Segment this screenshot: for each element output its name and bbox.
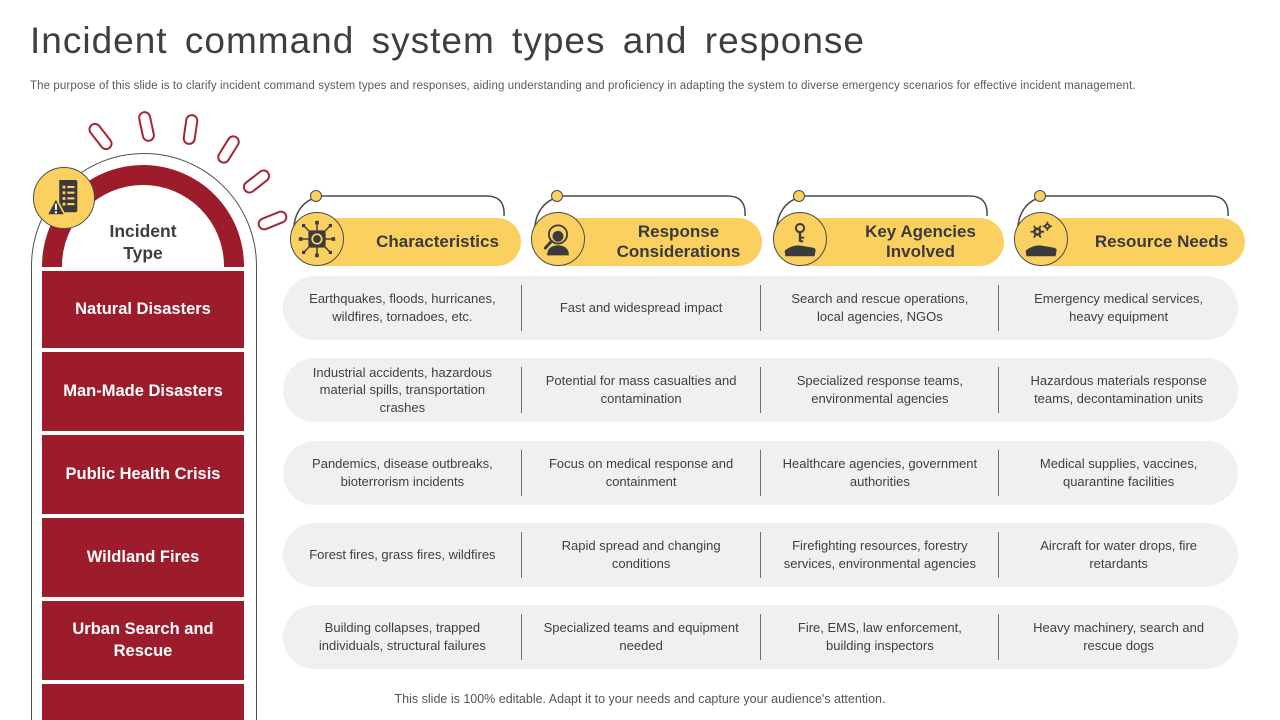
column-header-resource-needs: Resource Needs	[1014, 186, 1245, 270]
page-subtitle: The purpose of this slide is to clarify …	[30, 80, 1136, 92]
incident-row-public-health-crisis: Public Health Crisis	[42, 435, 244, 514]
incident-type-panel: Incident Type Natural Disasters Man-Made…	[31, 153, 257, 720]
editable-note: This slide is 100% editable. Adapt it to…	[394, 692, 886, 706]
cell-agencies: Healthcare agencies, government authorit…	[761, 441, 1000, 505]
accent-dot	[793, 190, 805, 202]
cell-resources: Emergency medical services, heavy equipm…	[1034, 291, 1204, 324]
cell-resources: Aircraft for water drops, fire retardant…	[1040, 538, 1198, 571]
sun-ray	[214, 132, 243, 167]
header-label: Response Considerations	[616, 221, 741, 261]
column-header-characteristics: Characteristics	[290, 186, 521, 270]
circuit-chip-glyph	[298, 220, 336, 258]
sun-ray	[181, 113, 200, 146]
accent-dot	[310, 190, 322, 202]
table-row-public-health-crisis: Pandemics, disease outbreaks, bioterrori…	[283, 441, 1238, 505]
incident-type-list: Natural Disasters Man-Made Disasters Pub…	[42, 271, 244, 720]
cell-characteristics: Building collapses, trapped individuals,…	[283, 605, 522, 669]
cell-resources: Heavy machinery, search and rescue dogs	[1033, 620, 1205, 653]
table-row-man-made-disasters: Industrial accidents, hazardous material…	[283, 358, 1238, 422]
hand-key-icon	[773, 212, 827, 266]
cell-agencies: Firefighting resources, forestry service…	[761, 523, 1000, 587]
cell-characteristics: Earthquakes, floods, hurricanes, wildfir…	[283, 276, 522, 340]
circuit-chip-icon	[290, 212, 344, 266]
cell-response: Potential for mass casualties and contam…	[522, 358, 761, 422]
column-header-key-agencies-involved: Key Agencies Involved	[773, 186, 1004, 270]
incident-row-urban-search-rescue: Urban Search and Rescue	[42, 601, 244, 680]
sun-ray	[255, 208, 290, 233]
cell-agencies: Search and rescue operations, local agen…	[761, 276, 1000, 340]
sun-ray	[85, 120, 116, 153]
cell-response: Focus on medical response and containmen…	[522, 441, 761, 505]
document-alert-glyph	[45, 179, 78, 216]
incident-row-empty	[42, 684, 244, 720]
hand-gears-icon	[1014, 212, 1068, 266]
incident-row-wildland-fires: Wildland Fires	[42, 518, 244, 597]
cell-response: Specialized teams and equipment needed	[522, 605, 761, 669]
cell-resources: Medical supplies, vaccines, quarantine f…	[1039, 456, 1198, 489]
column-header-response-considerations: Response Considerations	[531, 186, 762, 270]
cell-response: Fast and widespread impact	[522, 276, 761, 340]
cell-characteristics: Forest fires, grass fires, wildfires	[283, 523, 522, 587]
hand-gears-glyph	[1025, 221, 1057, 257]
incident-row-natural-disasters: Natural Disasters	[42, 271, 244, 348]
cell-characteristics: Industrial accidents, hazardous material…	[283, 358, 522, 422]
accent-dot	[551, 190, 563, 202]
header-label: Characteristics	[376, 231, 499, 251]
table-row-urban-search-rescue: Building collapses, trapped individuals,…	[283, 605, 1238, 669]
incident-row-man-made-disasters: Man-Made Disasters	[42, 352, 244, 431]
person-magnifier-glyph	[543, 224, 569, 256]
header-label: Resource Needs	[1094, 231, 1229, 251]
cell-resources: Hazardous materials response teams, deco…	[1030, 373, 1207, 406]
person-magnifier-icon	[531, 212, 585, 266]
sun-ray	[240, 166, 273, 197]
hand-key-glyph	[784, 223, 816, 257]
cell-agencies: Fire, EMS, law enforcement, building ins…	[761, 605, 1000, 669]
table-row-wildland-fires: Forest fires, grass fires, wildfires Rap…	[283, 523, 1238, 587]
cell-response: Rapid spread and changing conditions	[522, 523, 761, 587]
cell-characteristics: Pandemics, disease outbreaks, bioterrori…	[283, 441, 522, 505]
accent-dot	[1034, 190, 1046, 202]
sun-ray	[136, 109, 157, 144]
document-alert-icon	[33, 167, 95, 229]
incident-type-header: Incident Type	[109, 221, 177, 264]
page-title: Incident command system types and respon…	[30, 20, 865, 61]
table-row-natural-disasters: Earthquakes, floods, hurricanes, wildfir…	[283, 276, 1238, 340]
cell-agencies: Specialized response teams, environmenta…	[761, 358, 1000, 422]
header-label: Key Agencies Involved	[865, 221, 976, 261]
